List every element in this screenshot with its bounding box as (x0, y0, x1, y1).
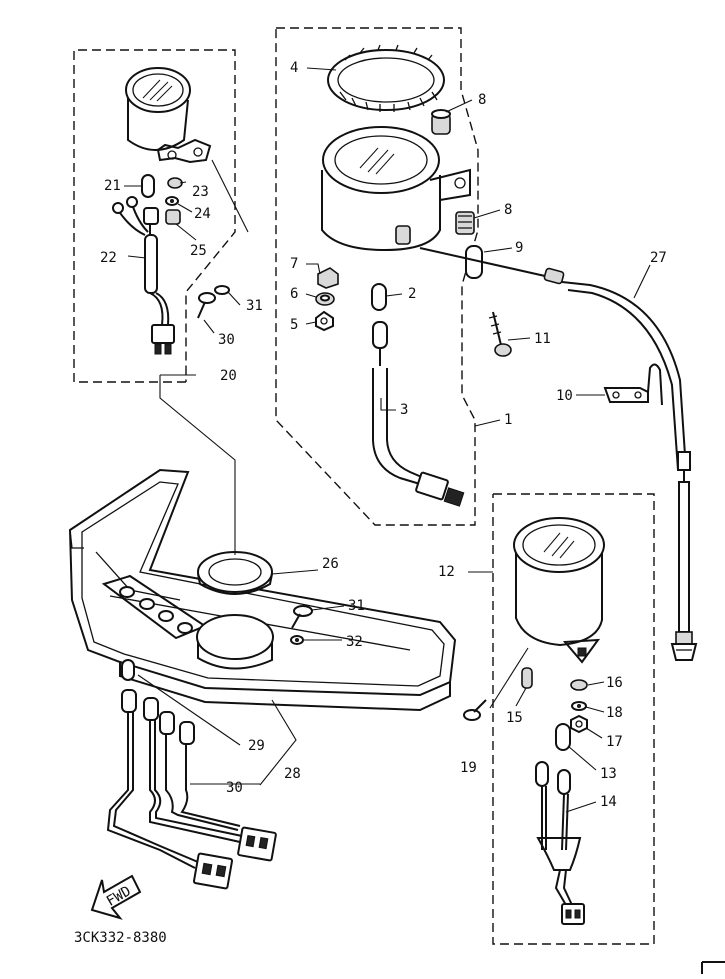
callout-18: 18 (606, 705, 623, 721)
tachometer-body (513, 517, 605, 664)
indicator-panel (101, 574, 208, 640)
fwd-arrow: FWD (90, 874, 142, 920)
washer-24 (165, 196, 179, 206)
callout-12: 12 (438, 564, 455, 580)
harness-30 (106, 689, 277, 890)
socket-8-lower (455, 211, 475, 235)
washer-6 (315, 292, 335, 306)
callout-30-top: 30 (218, 332, 235, 348)
damper-7 (317, 267, 339, 289)
callout-26: 26 (322, 556, 339, 572)
callout-2: 2 (408, 286, 416, 302)
group-box-tachometer-12 (492, 493, 655, 945)
callout-28: 28 (284, 766, 301, 782)
bezel-ring-4 (327, 44, 445, 112)
nut-25 (165, 209, 181, 225)
washer-16 (570, 679, 588, 691)
callout-16: 16 (606, 675, 623, 691)
callout-29: 29 (248, 738, 265, 754)
callout-1: 1 (504, 412, 512, 428)
bracket-10 (603, 363, 663, 406)
callout-31-bottom: 31 (348, 598, 365, 614)
callout-14: 14 (600, 794, 617, 810)
bulb-2 (371, 283, 387, 311)
callout-labels: 1 2 3 4 5 6 7 8 8 9 10 11 12 13 14 15 16… (74, 60, 667, 946)
callout-5: 5 (290, 317, 298, 333)
speedometer-body (321, 126, 471, 252)
callout-20: 20 (220, 368, 237, 384)
washer-23 (167, 177, 183, 189)
callout-27: 27 (650, 250, 667, 266)
bulb-29 (121, 659, 135, 681)
indicator-meter (125, 67, 212, 164)
leader-lines (124, 67, 651, 813)
bulb-13 (555, 723, 571, 751)
callout-21: 21 (104, 178, 121, 194)
screw-11 (488, 311, 512, 357)
callout-23: 23 (192, 184, 209, 200)
washer-32 (290, 635, 304, 645)
callout-24: 24 (194, 206, 211, 222)
frame-corner (701, 961, 725, 974)
callout-7: 7 (290, 256, 298, 272)
screw-30-top (197, 292, 216, 319)
washer-31-top (214, 285, 230, 295)
spring-15 (521, 667, 533, 689)
bolt-19 (463, 699, 487, 721)
fwd-label: FWD (104, 883, 134, 910)
callout-9: 9 (515, 240, 523, 256)
nut-5 (315, 310, 334, 332)
callout-19: 19 (460, 760, 477, 776)
callout-25: 25 (190, 243, 207, 259)
diagram-code: 3CK332-8380 (74, 930, 167, 946)
meter-cup (196, 614, 274, 670)
callout-13: 13 (600, 766, 617, 782)
callout-6: 6 (290, 286, 298, 302)
callout-8-lower: 8 (504, 202, 512, 218)
socket-wire-3 (372, 321, 465, 507)
callout-3: 3 (400, 402, 408, 418)
screw-31-bottom (291, 605, 313, 629)
callout-11: 11 (534, 331, 551, 347)
socket-8-upper (431, 109, 451, 135)
callout-30-bottom: 30 (226, 780, 243, 796)
callout-4: 4 (290, 60, 298, 76)
callout-22: 22 (100, 250, 117, 266)
washer-18 (571, 701, 587, 711)
callout-31-top: 31 (246, 298, 263, 314)
callout-8-upper: 8 (478, 92, 486, 108)
meter-cable-27 (419, 247, 698, 661)
callout-10: 10 (556, 388, 573, 404)
bulb-21 (141, 174, 155, 198)
group-box-indicator-20 (73, 49, 236, 383)
nut-17 (570, 714, 588, 734)
socket-wire-14 (535, 761, 585, 925)
group-box-speedometer-1 (275, 27, 479, 526)
lead-wire-22 (112, 196, 175, 355)
grommet-26 (197, 551, 273, 595)
callout-17: 17 (606, 734, 623, 750)
callout-32: 32 (346, 634, 363, 650)
callout-15: 15 (506, 710, 523, 726)
